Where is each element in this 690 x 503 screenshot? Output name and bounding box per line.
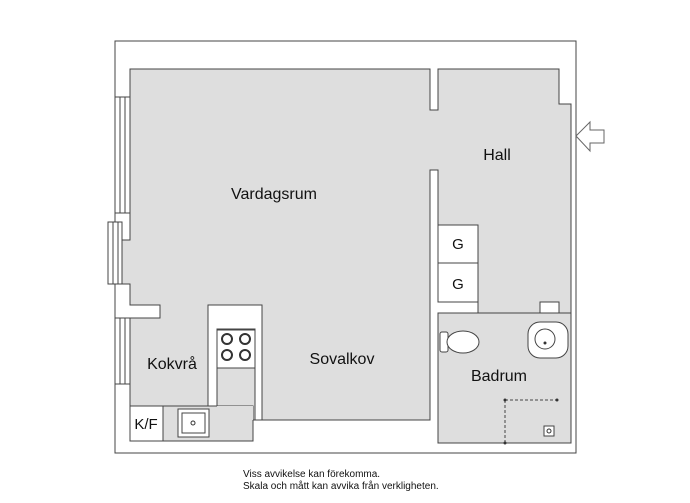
stove-icon — [216, 329, 256, 369]
room-label-hall: Hall — [483, 147, 511, 164]
toilet-icon — [439, 330, 480, 354]
room-label-badrum: Badrum — [471, 368, 527, 385]
wardrobe-bottom-label: G — [452, 276, 464, 293]
wardrobe-bottom — [437, 262, 479, 303]
disclaimer-line-1: Viss avvikelse kan förekomma. — [243, 469, 381, 480]
room-label-kokvra: Kokvrå — [147, 355, 197, 373]
sink-icon — [177, 408, 210, 438]
disclaimer: Viss avvikelse kan förekomma. Skala och … — [243, 469, 543, 493]
counter-join — [217, 406, 253, 420]
washbasin-icon — [527, 321, 569, 359]
wardrobe-top-label: G — [452, 236, 464, 253]
window-upper — [114, 96, 131, 214]
bathroom-wall-stub — [539, 301, 560, 314]
disclaimer-line-2: Skala och mått kan avvika från verklighe… — [243, 481, 439, 492]
room-label-vardagsrum: Vardagsrum — [231, 186, 317, 203]
window-middle — [107, 221, 123, 285]
entrance-arrow-icon — [575, 120, 605, 153]
fridge-freezer-label: K/F — [134, 416, 157, 433]
shower-icon — [503, 398, 559, 445]
room-label-sovalkov: Sovalkov — [310, 351, 375, 368]
fridge-freezer — [129, 405, 164, 442]
window-lower — [114, 317, 131, 385]
wardrobe-top — [437, 224, 479, 264]
